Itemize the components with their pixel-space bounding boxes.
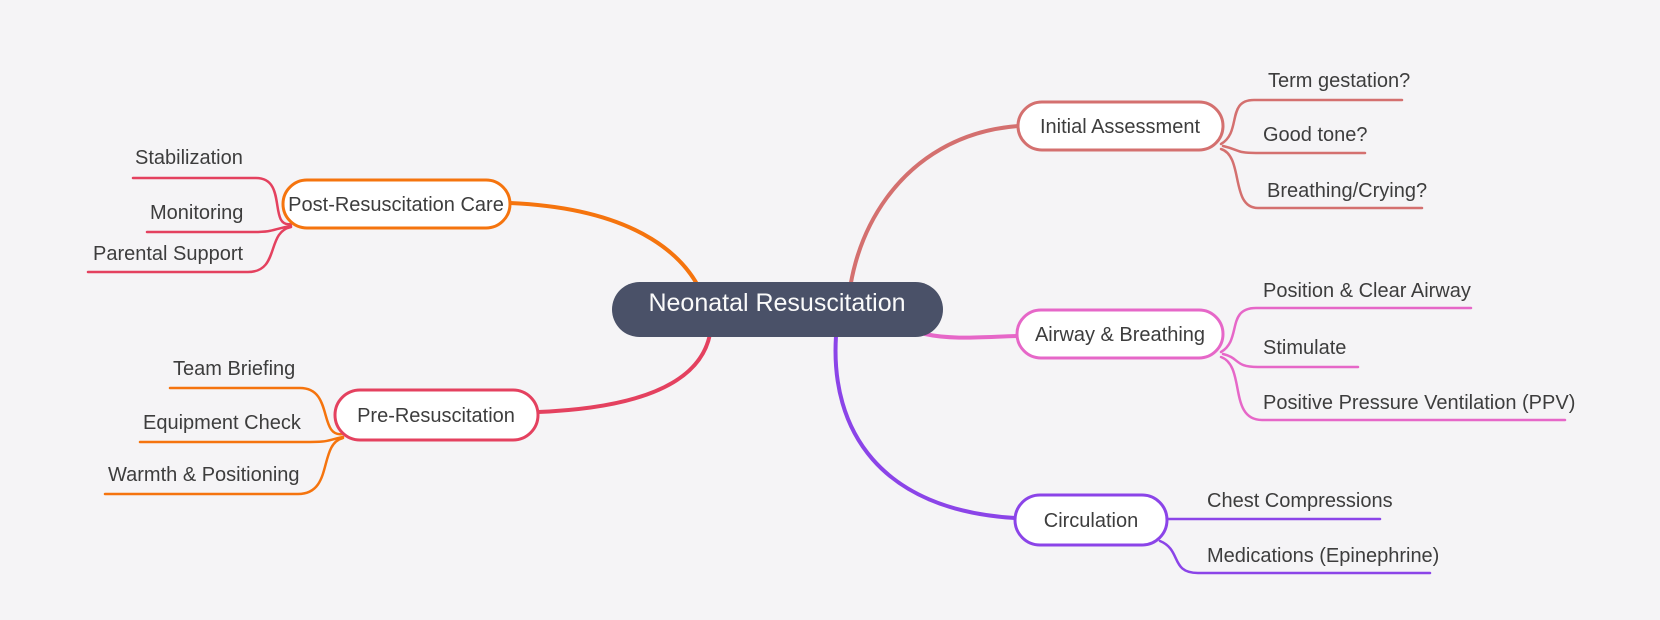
pre-resuscitation-pill[interactable] xyxy=(333,388,540,442)
link-post-resuscitation-parental-support xyxy=(86,225,293,274)
airway-breathing-pill[interactable] xyxy=(1015,308,1225,360)
link-pre-resuscitation-warmth-positioning xyxy=(103,436,345,496)
branch-node-initial-assessment[interactable]: Initial Assessment xyxy=(1016,100,1225,152)
child-label-ppv[interactable]: Positive Pressure Ventilation (PPV) xyxy=(1263,392,1575,414)
child-label-chest-compressions[interactable]: Chest Compressions xyxy=(1207,490,1393,512)
child-label-good-tone[interactable]: Good tone? xyxy=(1263,124,1368,146)
child-label-parental-support[interactable]: Parental Support xyxy=(93,243,244,265)
link-circulation-medications xyxy=(1158,539,1432,575)
initial-assessment-label: Initial Assessment xyxy=(1040,116,1201,138)
post-resuscitation-pill[interactable] xyxy=(281,178,512,230)
child-label-monitoring[interactable]: Monitoring xyxy=(150,202,243,224)
link-initial-assessment-breathing-crying xyxy=(1219,147,1424,210)
root-label: Neonatal Resuscitation xyxy=(648,289,905,317)
link-initial-assessment-term-gestation xyxy=(1219,98,1404,146)
root-pill[interactable] xyxy=(612,282,943,337)
airway-breathing-label: Airway & Breathing xyxy=(1035,324,1205,346)
link-airway-ppv xyxy=(1219,355,1567,422)
child-label-warmth-positioning[interactable]: Warmth & Positioning xyxy=(108,464,300,486)
link-root-to-pre-resuscitation xyxy=(536,332,712,414)
branch-node-circulation[interactable]: Circulation xyxy=(1013,493,1169,547)
link-pre-resuscitation-team-briefing xyxy=(168,386,345,436)
initial-assessment-pill[interactable] xyxy=(1016,100,1225,152)
pre-resuscitation-label: Pre-Resuscitation xyxy=(357,405,515,427)
child-label-team-briefing[interactable]: Team Briefing xyxy=(173,358,295,380)
branch-node-airway-breathing[interactable]: Airway & Breathing xyxy=(1015,308,1225,360)
link-root-to-circulation xyxy=(833,334,1017,520)
link-airway-position-clear-airway xyxy=(1219,306,1473,354)
circulation-pill[interactable] xyxy=(1013,493,1169,547)
link-root-to-airway-breathing xyxy=(923,332,1019,340)
link-pre-resuscitation-equipment-check xyxy=(138,435,345,444)
child-label-medications[interactable]: Medications (Epinephrine) xyxy=(1207,545,1439,567)
link-post-resuscitation-monitoring xyxy=(145,224,293,234)
child-label-stimulate[interactable]: Stimulate xyxy=(1263,337,1346,359)
child-label-term-gestation[interactable]: Term gestation? xyxy=(1268,70,1410,92)
child-label-breathing-crying[interactable]: Breathing/Crying? xyxy=(1267,180,1427,202)
child-label-position-clear-airway[interactable]: Position & Clear Airway xyxy=(1263,280,1471,302)
circulation-label: Circulation xyxy=(1044,510,1138,532)
branch-node-post-resuscitation[interactable]: Post-Resuscitation Care xyxy=(281,178,512,230)
child-label-stabilization[interactable]: Stabilization xyxy=(135,147,243,169)
post-resuscitation-label: Post-Resuscitation Care xyxy=(288,194,504,216)
child-label-equipment-check[interactable]: Equipment Check xyxy=(143,412,302,434)
root-node[interactable]: Neonatal Resuscitation xyxy=(612,282,943,337)
link-post-resuscitation-stabilization xyxy=(131,176,293,226)
branch-node-pre-resuscitation[interactable]: Pre-Resuscitation xyxy=(333,388,540,442)
link-airway-stimulate xyxy=(1221,352,1360,369)
link-initial-assessment-good-tone xyxy=(1221,144,1367,155)
